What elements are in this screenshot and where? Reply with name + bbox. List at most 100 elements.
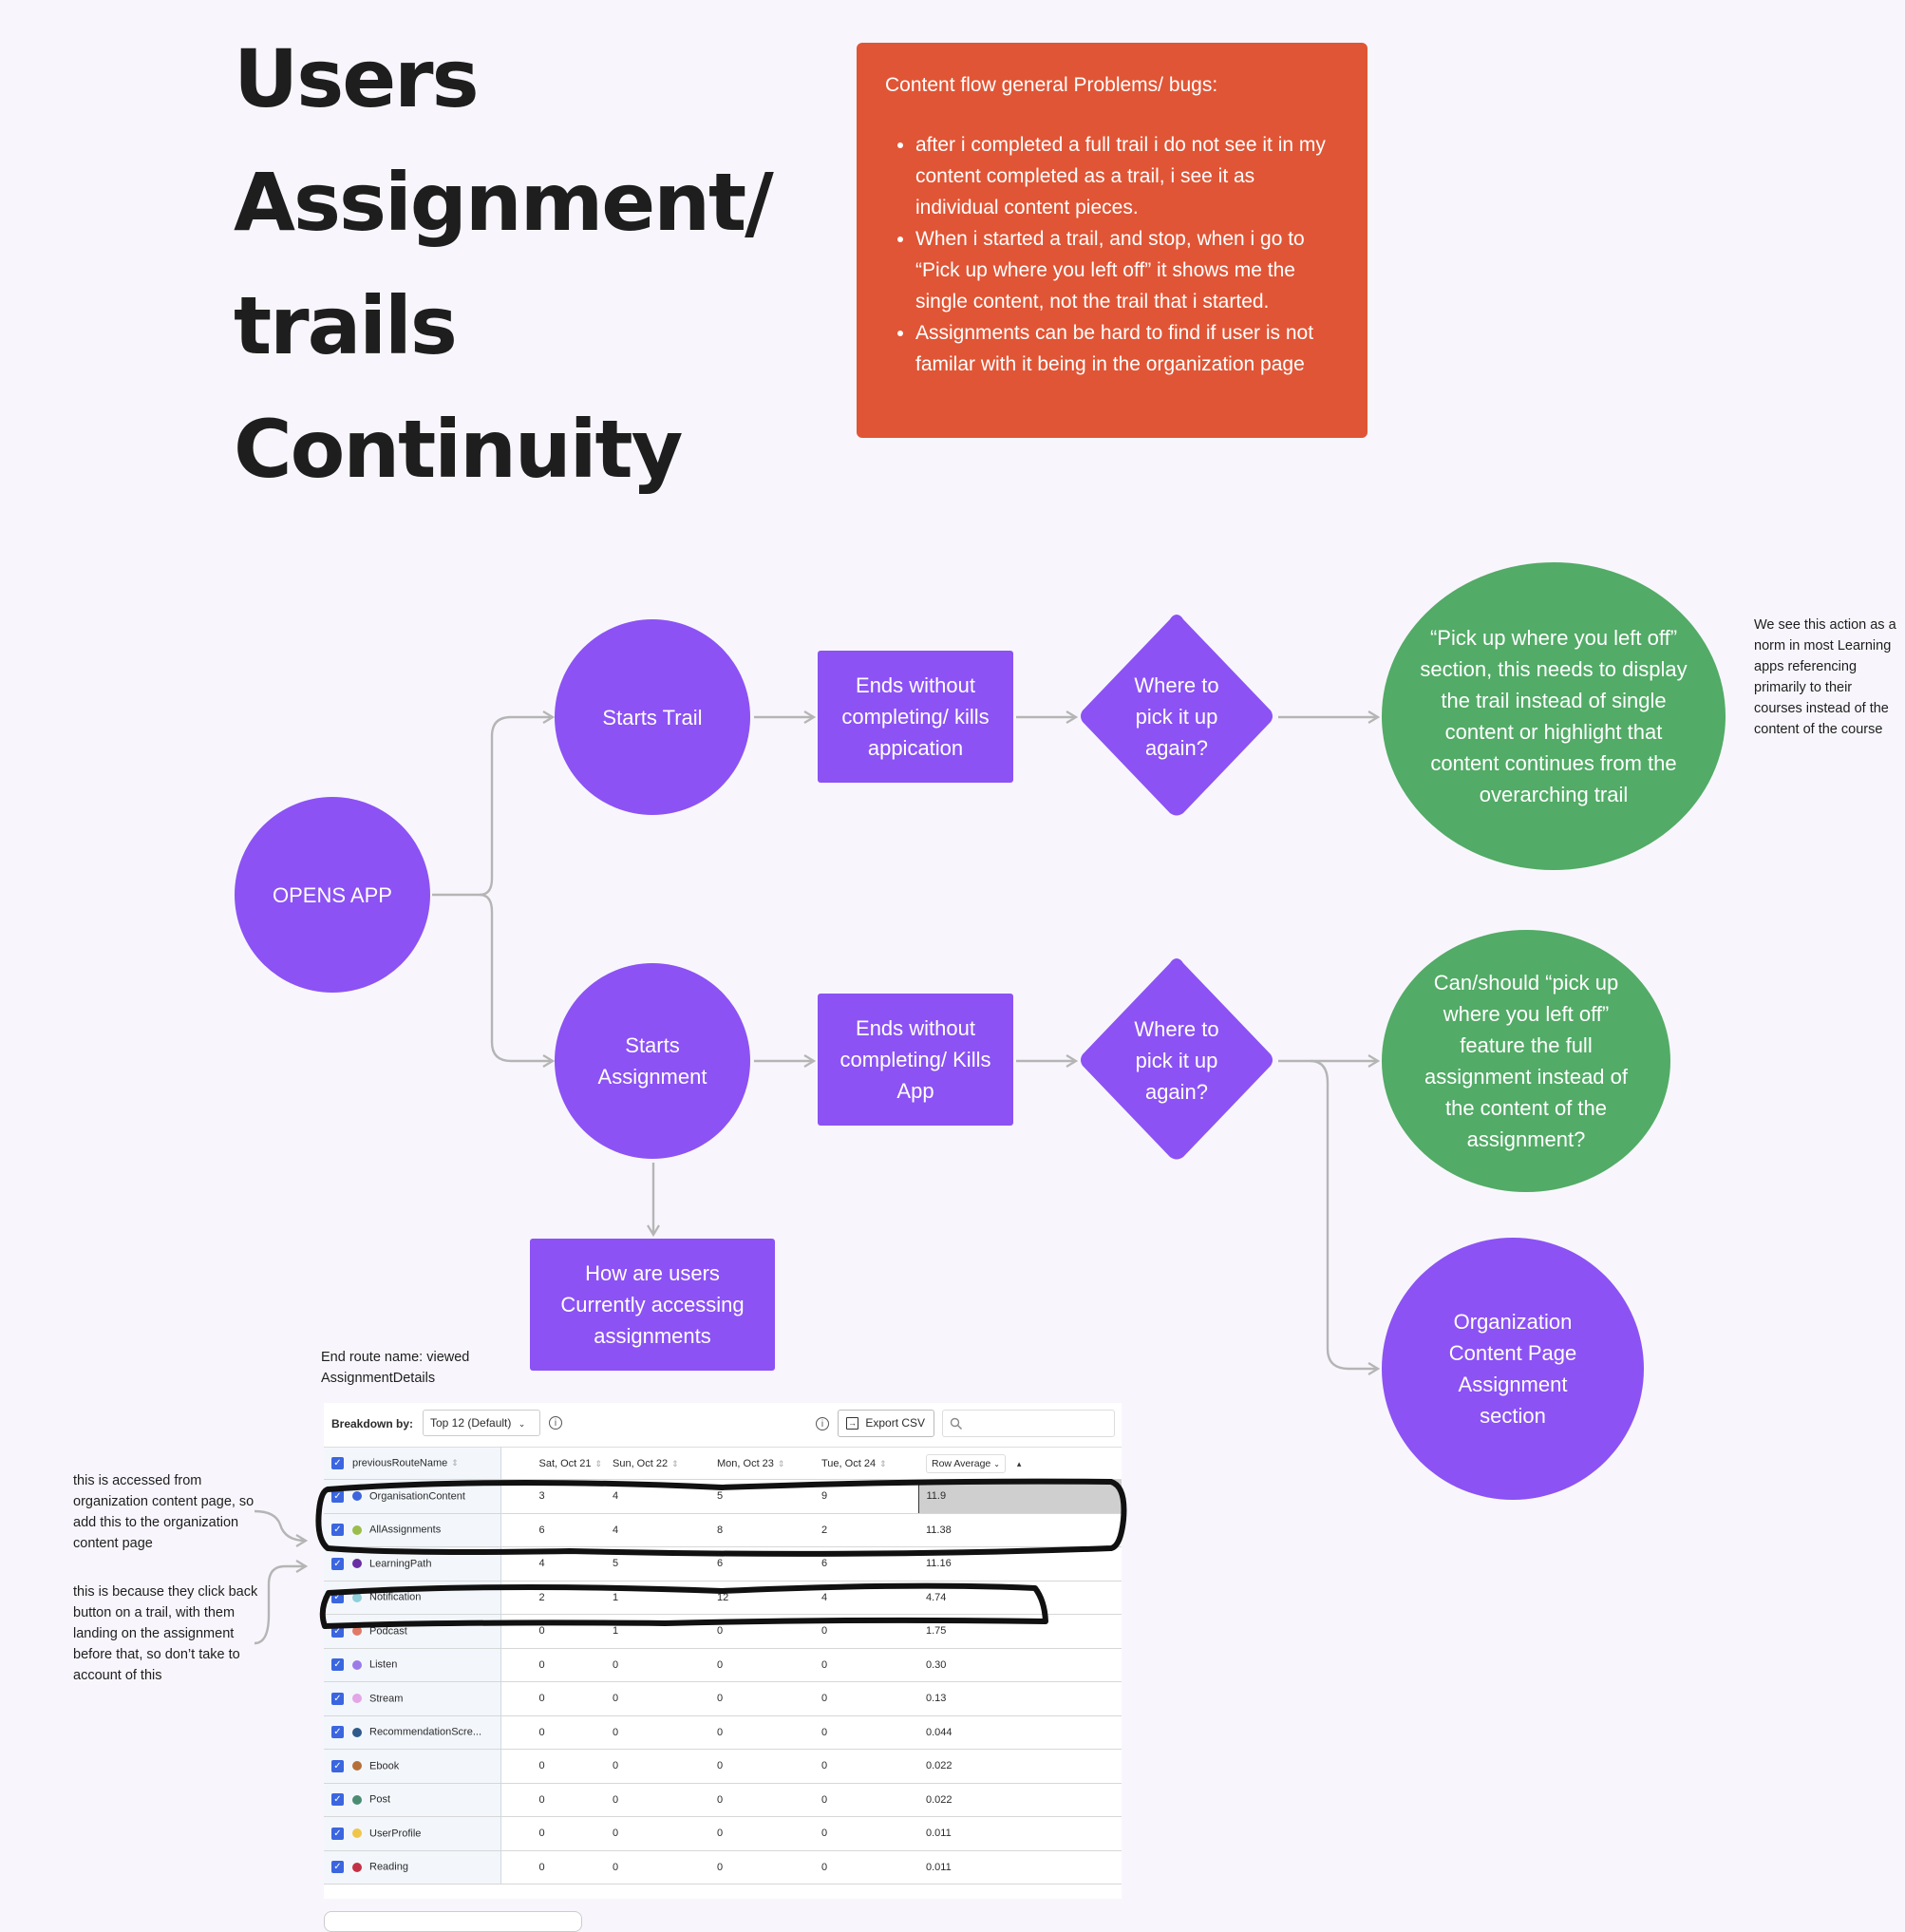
route-cell: ✓Reading — [324, 1850, 501, 1885]
route-cell: ✓UserProfile — [324, 1816, 501, 1851]
node-label: Where to pick it up again? — [1134, 672, 1219, 760]
value-cell: 0 — [709, 1614, 814, 1649]
route-label: End route name: viewed AssignmentDetails — [321, 1350, 470, 1386]
row-checkbox[interactable]: ✓ — [331, 1759, 344, 1772]
value-cell: 0 — [814, 1614, 918, 1649]
row-checkbox[interactable]: ✓ — [331, 1861, 344, 1874]
node-label: Can/should “pick up where you left off” … — [1424, 971, 1629, 1151]
route-name: RecommendationScre... — [369, 1726, 481, 1738]
series-color-dot — [352, 1727, 362, 1737]
node-opens-app[interactable]: OPENS APP — [235, 797, 430, 993]
value-cell: 4 — [605, 1479, 709, 1514]
row-checkbox[interactable]: ✓ — [331, 1793, 344, 1807]
value-cell: 0 — [814, 1850, 918, 1885]
series-color-dot — [352, 1862, 362, 1872]
column-header-date[interactable]: Sun, Oct 22⇕ — [605, 1447, 709, 1480]
value-cell: 0 — [500, 1850, 605, 1885]
node-how-users-access[interactable]: How are users Currently accessing assign… — [530, 1239, 775, 1371]
row-checkbox[interactable]: ✓ — [331, 1489, 344, 1503]
route-name: Post — [369, 1793, 391, 1806]
row-checkbox[interactable]: ✓ — [331, 1658, 344, 1672]
row-checkbox[interactable]: ✓ — [331, 1591, 344, 1604]
average-cell: 0.022 — [918, 1783, 1122, 1817]
node-outcome-assignment[interactable]: Can/should “pick up where you left off” … — [1382, 930, 1670, 1192]
value-cell: 0 — [814, 1816, 918, 1851]
value-cell: 0 — [709, 1850, 814, 1885]
average-cell: 11.16 — [918, 1546, 1122, 1582]
node-starts-trail[interactable]: Starts Trail — [555, 619, 750, 815]
series-color-dot — [352, 1761, 362, 1771]
value-cell: 5 — [605, 1546, 709, 1582]
row-checkbox[interactable]: ✓ — [331, 1557, 344, 1570]
column-header-date[interactable]: Mon, Oct 23⇕ — [709, 1447, 814, 1480]
sort-icon[interactable]: ⇕ — [594, 1458, 603, 1468]
connector-decision2-to-org — [1310, 1059, 1378, 1369]
average-cell: 0.13 — [918, 1681, 1122, 1716]
route-name: LearningPath — [369, 1558, 432, 1570]
node-decision-assignment[interactable]: Where to pick it up again? — [1079, 957, 1274, 1164]
column-label: Mon, Oct 23 — [717, 1457, 774, 1469]
column-header-average[interactable]: Row Average ⌄ ▴ — [918, 1447, 1122, 1480]
node-org-content-page[interactable]: Organization Content Page Assignment sec… — [1382, 1238, 1644, 1500]
average-cell: 1.75 — [918, 1614, 1122, 1649]
value-cell: 0 — [605, 1816, 709, 1851]
column-header-route[interactable]: ✓previousRouteName⇕ — [324, 1447, 501, 1480]
route-cell: ✓Listen — [324, 1648, 501, 1682]
row-checkbox[interactable]: ✓ — [331, 1692, 344, 1705]
column-label: Tue, Oct 24 — [821, 1457, 877, 1469]
value-cell: 0 — [709, 1648, 814, 1682]
node-ends-assignment[interactable]: Ends without completing/ Kills App — [818, 994, 1013, 1126]
value-cell: 1 — [605, 1614, 709, 1649]
problems-heading: Content flow general Problems/ bugs: — [885, 74, 1218, 96]
row-checkbox[interactable]: ✓ — [331, 1524, 344, 1537]
row-checkbox[interactable]: ✓ — [331, 1726, 344, 1739]
node-outcome-trail[interactable]: “Pick up where you left off” section, th… — [1382, 562, 1726, 870]
series-color-dot — [352, 1828, 362, 1839]
row-checkbox[interactable]: ✓ — [331, 1624, 344, 1638]
search-icon — [950, 1417, 962, 1430]
node-decision-trail[interactable]: Where to pick it up again? — [1079, 613, 1274, 820]
node-ends-trail[interactable]: Ends without completing/ kills appicatio… — [818, 651, 1013, 783]
title-line: Continuity — [234, 403, 683, 496]
partial-button[interactable] — [324, 1911, 582, 1932]
sort-icon[interactable]: ⇕ — [777, 1458, 785, 1468]
node-label: “Pick up where you left off” section, th… — [1420, 626, 1688, 806]
select-all-checkbox[interactable]: ✓ — [331, 1457, 344, 1469]
problems-note[interactable]: Content flow general Problems/ bugs: aft… — [857, 43, 1367, 438]
value-cell: 0 — [814, 1715, 918, 1750]
side-note: We see this action as a norm in most Lea… — [1754, 617, 1896, 737]
node-starts-assignment[interactable]: Starts Assignment — [555, 963, 750, 1159]
route-name: Notification — [369, 1591, 422, 1603]
sort-icon[interactable]: ⇕ — [879, 1458, 887, 1468]
route-name: Ebook — [369, 1760, 400, 1772]
column-header-date[interactable]: Tue, Oct 24⇕ — [814, 1447, 918, 1480]
sort-icon[interactable]: ⇕ — [671, 1458, 679, 1468]
row-checkbox[interactable]: ✓ — [331, 1827, 344, 1840]
value-cell: 0 — [814, 1648, 918, 1682]
search-input[interactable] — [942, 1410, 1115, 1437]
sort-icon[interactable]: ⇕ — [451, 1458, 459, 1468]
column-header-date[interactable]: Sat, Oct 21⇕ — [500, 1447, 605, 1480]
column-label: Sat, Oct 21 — [538, 1457, 592, 1469]
row-average-dropdown[interactable]: Row Average ⌄ — [926, 1453, 1006, 1473]
sort-icon[interactable]: ▴ — [1016, 1458, 1022, 1468]
info-icon[interactable]: i — [816, 1417, 829, 1430]
diamond-shape — [1081, 615, 1273, 816]
export-csv-button[interactable]: → Export CSV — [838, 1410, 934, 1437]
average-cell: 0.011 — [918, 1816, 1122, 1851]
value-cell: 4 — [500, 1546, 605, 1582]
info-icon[interactable]: i — [549, 1416, 562, 1430]
breakdown-dropdown[interactable]: Top 12 (Default) ⌄ — [423, 1410, 540, 1436]
